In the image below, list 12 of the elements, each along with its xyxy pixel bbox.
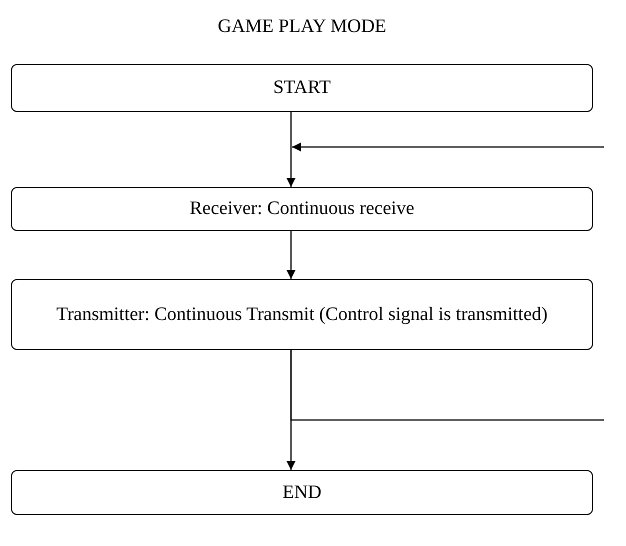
process-box bbox=[11, 187, 593, 231]
box-label: START bbox=[273, 76, 331, 100]
arrow bbox=[286, 112, 296, 187]
arrow bbox=[292, 142, 604, 152]
process-box bbox=[11, 64, 593, 112]
process-box bbox=[11, 470, 593, 515]
diagram-title: GAME PLAY MODE bbox=[218, 16, 386, 38]
arrow bbox=[286, 231, 296, 279]
process-box bbox=[11, 279, 593, 350]
box-label: Receiver: Continuous receive bbox=[190, 197, 414, 222]
box-label: END bbox=[282, 480, 322, 505]
box-label: Transmitter: Continuous Transmit (Control signal is transmitted) bbox=[56, 302, 548, 327]
